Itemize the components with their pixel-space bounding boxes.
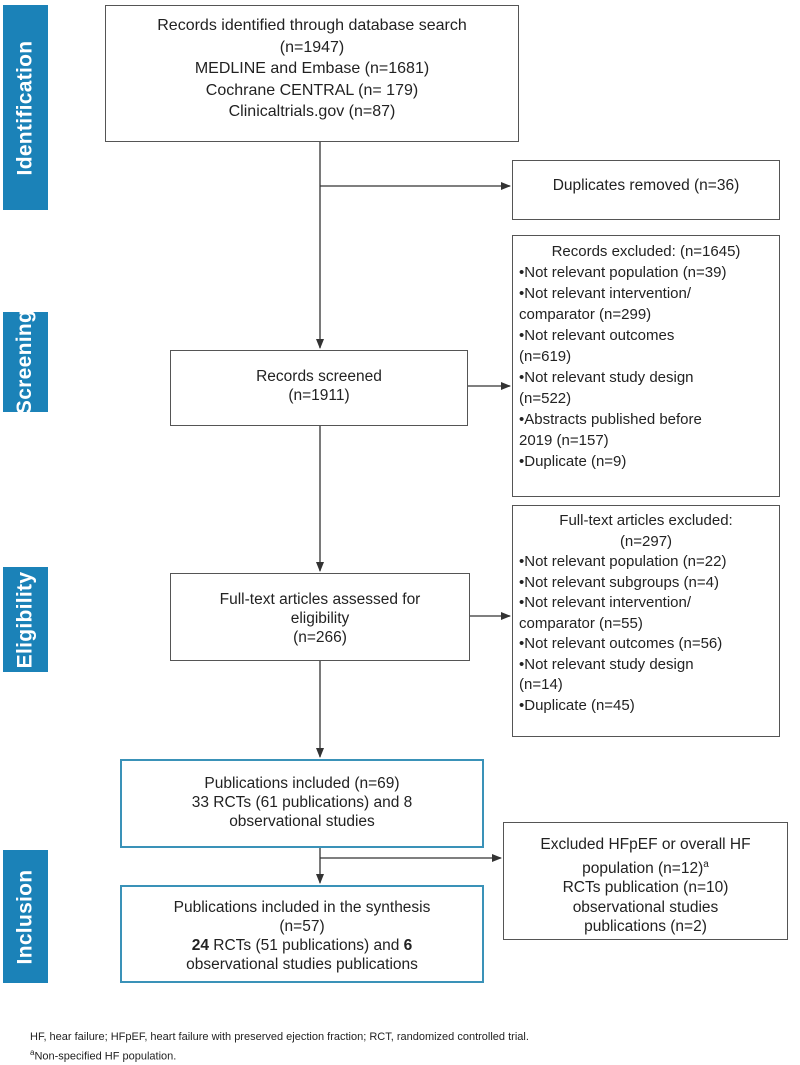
- phase-eligibility: Eligibility: [3, 567, 48, 672]
- fulltext-excluded-word: •Not: [519, 655, 548, 673]
- excluded-hf-rcts: RCTs publication (n=10): [562, 879, 729, 897]
- fulltext-excluded-item: (n=14): [519, 676, 563, 693]
- records-excluded-word: outcomes: [609, 327, 675, 344]
- footnote: HF, hear failure; HFpEF, heart failure w…: [30, 1030, 529, 1065]
- fulltext-excluded-word: study design: [609, 655, 694, 673]
- excluded-hf-publications: publications (n=2): [584, 918, 707, 936]
- fulltext-excluded-item: •Duplicate (n=45): [519, 696, 635, 714]
- records-excluded-title: Records excluded: (n=1645): [551, 243, 741, 260]
- fulltext-title: Full-text articles assessed for: [219, 591, 421, 608]
- records-excluded-item: 2019 (n=157): [519, 432, 609, 449]
- screened-count: (n=1911): [288, 387, 350, 404]
- records-excluded-word: •Not: [519, 327, 548, 344]
- publications-included-box: Publications included (n=69) 33 RCTs (61…: [120, 759, 484, 848]
- footnote-marker: a: [703, 858, 709, 870]
- synthesis-rcts-text: RCTs (51 publications) and: [208, 937, 404, 954]
- excluded-hf-title: Excluded HFpEF or overall HF: [540, 836, 751, 853]
- records-excluded-item: •Not relevant outcomes: [519, 325, 773, 346]
- identification-clinicaltrials: Clinicaltrials.gov (n=87): [228, 103, 396, 120]
- fulltext-excluded-box: Full-text articles excluded: (n=297) •No…: [512, 505, 780, 737]
- duplicates-text: Duplicates removed (n=36): [552, 177, 740, 194]
- publications-rcts: 33 RCTs (61 publications) and 8: [191, 794, 413, 811]
- fulltext-excluded-item: comparator (n=55): [519, 614, 643, 632]
- synthesis-observational-count: 6: [403, 937, 413, 954]
- records-excluded-item: (n=619): [519, 348, 572, 365]
- records-excluded-item: (n=522): [519, 390, 572, 407]
- fulltext-assessed-box: Full-text articles assessed for eligibil…: [170, 573, 470, 661]
- records-excluded-item: •Abstracts published before: [519, 411, 702, 428]
- synthesis-rcts: 24 RCTs (51 publications) and 6: [130, 936, 474, 955]
- fulltext-excluded-total: (n=297): [619, 532, 673, 550]
- fulltext-subtitle: eligibility: [290, 610, 350, 627]
- records-screened-box: Records screened (n=1911): [170, 350, 468, 426]
- records-excluded-box: Records excluded: (n=1645) •Not relevant…: [512, 235, 780, 497]
- identification-title: Records identified through database sear…: [157, 17, 467, 34]
- excluded-hf-population-text: population (n=12): [582, 859, 704, 877]
- footnote-note-text: Non-specified HF population.: [34, 1050, 177, 1063]
- fulltext-excluded-word: relevant: [551, 655, 606, 673]
- fulltext-excluded-item: •Not relevant intervention/: [519, 594, 692, 611]
- identification-cochrane: Cochrane CENTRAL (n= 179): [205, 81, 419, 99]
- identification-box: Records identified through database sear…: [105, 5, 519, 142]
- fulltext-count: (n=266): [293, 629, 347, 646]
- records-excluded-word: relevant: [551, 327, 606, 344]
- phase-screening: Screening: [3, 310, 48, 414]
- footnote-note-marker: a: [30, 1048, 35, 1057]
- footnote-abbreviations: HF, hear failure; HFpEF, heart failure w…: [30, 1031, 529, 1043]
- records-excluded-item: •Not relevant population (n=39): [519, 264, 727, 281]
- phase-identification: Identification: [3, 5, 48, 210]
- synthesis-box: Publications included in the synthesis (…: [120, 885, 484, 983]
- screened-title: Records screened: [256, 368, 382, 385]
- synthesis-rcts-count: 24: [191, 937, 209, 954]
- fulltext-excluded-item: •Not relevant study design: [519, 655, 773, 676]
- publications-observational: observational studies: [229, 813, 375, 830]
- publications-title: Publications included (n=69): [204, 775, 400, 792]
- identification-total: (n=1947): [279, 38, 345, 56]
- fulltext-excluded-item: •Not relevant subgroups (n=4): [519, 573, 719, 591]
- synthesis-title: Publications included in the synthesis: [173, 899, 431, 916]
- fulltext-excluded-item: •Not relevant outcomes (n=56): [519, 635, 723, 652]
- phase-inclusion: Inclusion: [3, 850, 48, 983]
- identification-medline: MEDLINE and Embase (n=1681): [194, 60, 430, 77]
- fulltext-excluded-item: •Not relevant population (n=22): [519, 553, 727, 570]
- records-excluded-item: •Not relevant intervention/: [519, 285, 692, 302]
- duplicates-box: Duplicates removed (n=36): [512, 160, 780, 220]
- excluded-hf-population: population (n=12)a: [512, 855, 779, 879]
- excluded-hf-observational: observational studies: [572, 898, 719, 916]
- synthesis-count: (n=57): [279, 918, 325, 935]
- footnote-note: aNon-specified HF population.: [30, 1045, 529, 1065]
- records-excluded-item: comparator (n=299): [519, 306, 652, 323]
- synthesis-observational: observational studies publications: [186, 956, 418, 973]
- excluded-hf-box: Excluded HFpEF or overall HF population …: [503, 822, 788, 940]
- records-excluded-item: •Duplicate (n=9): [519, 453, 627, 470]
- records-excluded-item: •Not relevant study design: [519, 369, 694, 386]
- fulltext-excluded-title: Full-text articles excluded:: [559, 512, 733, 529]
